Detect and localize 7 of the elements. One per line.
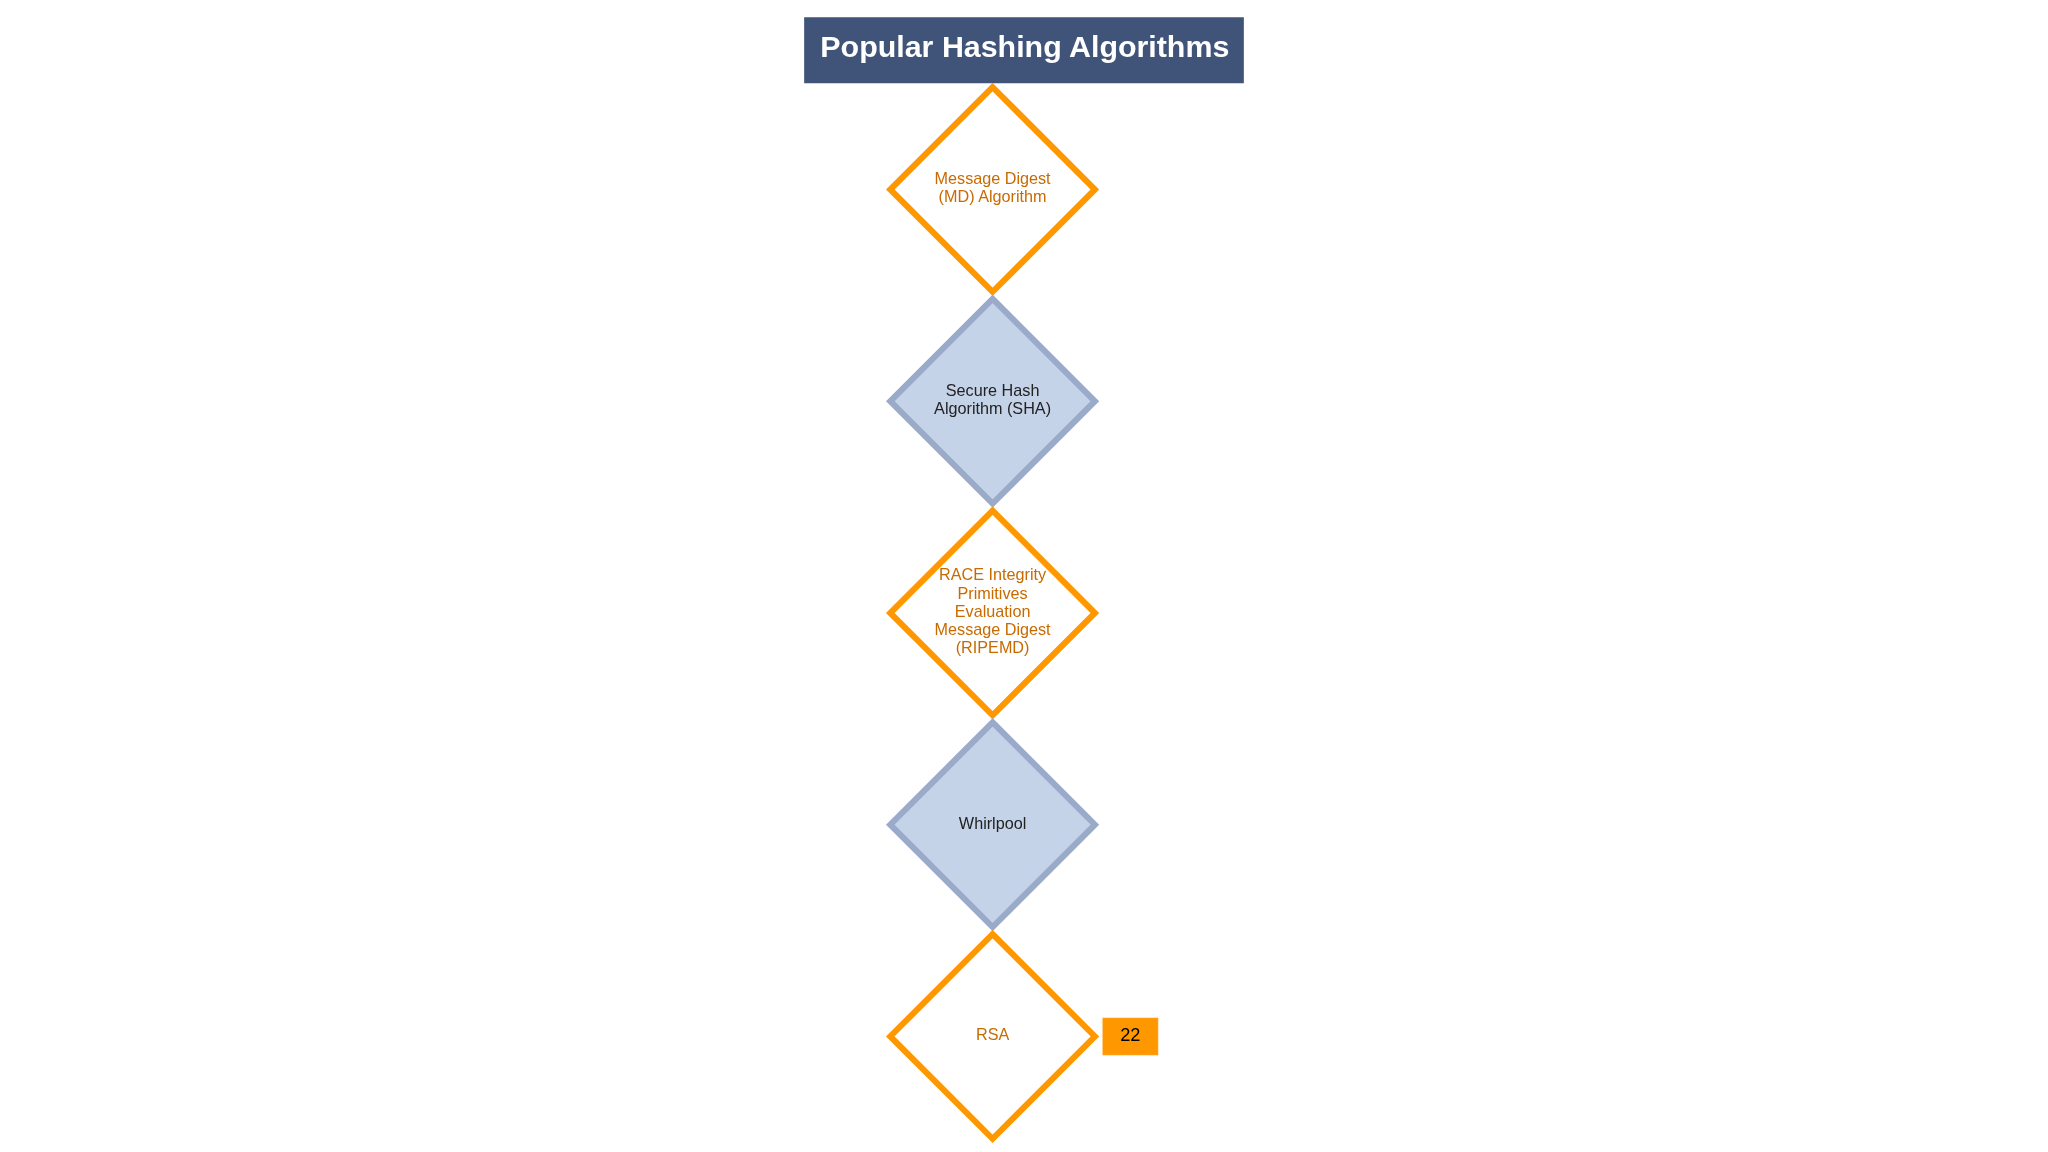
node-diamond: Message Digest (MD) Algorithm (885, 82, 1100, 297)
node-diamond: RACE Integrity Primitives Evaluation Message Digest (RIPEMD) (885, 506, 1100, 720)
node-diamond: Whirlpool (885, 718, 1100, 932)
node-diamond: RSA (885, 929, 1100, 1144)
label: 22 (1120, 1023, 1141, 1045)
node-diamond: Secure Hash Algorithm (SHA) (885, 294, 1100, 508)
diagram-title: Popular Hashing Algorithms (820, 29, 1230, 64)
